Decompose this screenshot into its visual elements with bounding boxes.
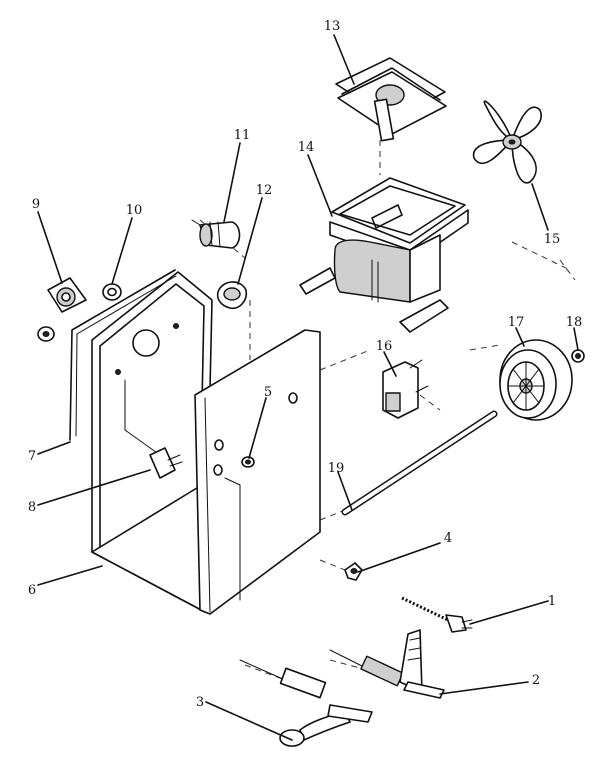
callout-16: 16 bbox=[376, 339, 393, 354]
callout-10: 10 bbox=[126, 203, 143, 218]
negative-clamp bbox=[239, 659, 373, 747]
fan-motor bbox=[335, 57, 447, 142]
callout-2: 2 bbox=[532, 673, 540, 688]
callout-14: 14 bbox=[298, 140, 315, 155]
circuit-breaker bbox=[47, 277, 87, 313]
timer-switch bbox=[191, 219, 241, 249]
callout-13: 13 bbox=[324, 19, 341, 34]
callout-17: 17 bbox=[508, 315, 525, 330]
cabinet-side-panel bbox=[91, 329, 321, 615]
callout-12: 12 bbox=[256, 183, 273, 198]
callout-1: 1 bbox=[548, 594, 556, 609]
strain-relief-bushing bbox=[344, 562, 363, 581]
callout-3: 3 bbox=[196, 695, 204, 710]
relay-switch bbox=[382, 359, 429, 419]
transformer-assembly bbox=[299, 177, 469, 333]
gasket-strip bbox=[69, 269, 177, 441]
callout-15: 15 bbox=[544, 232, 561, 247]
callout-7: 7 bbox=[28, 449, 36, 464]
callout-labels: 1 2 3 4 5 6 7 8 9 10 11 12 13 14 15 16 1… bbox=[28, 19, 582, 710]
callout-11: 11 bbox=[234, 128, 251, 143]
power-cord bbox=[401, 596, 473, 633]
axle bbox=[341, 410, 498, 516]
ammeter-connector bbox=[149, 447, 183, 479]
wheel bbox=[499, 339, 573, 421]
callout-8: 8 bbox=[28, 500, 36, 515]
callout-9: 9 bbox=[32, 197, 40, 212]
callout-19: 19 bbox=[328, 461, 345, 476]
callout-18: 18 bbox=[566, 315, 583, 330]
grommet bbox=[37, 326, 55, 342]
leader-lines bbox=[37, 34, 579, 741]
callout-6: 6 bbox=[28, 583, 36, 598]
callout-4: 4 bbox=[444, 531, 452, 546]
positive-clamp bbox=[329, 629, 445, 699]
hex-nut-10 bbox=[102, 283, 122, 301]
screw-5 bbox=[241, 456, 255, 468]
callout-5: 5 bbox=[264, 385, 272, 400]
rectifier-plate bbox=[216, 281, 248, 310]
fan-blade bbox=[472, 100, 542, 184]
hub-nut bbox=[571, 349, 585, 363]
